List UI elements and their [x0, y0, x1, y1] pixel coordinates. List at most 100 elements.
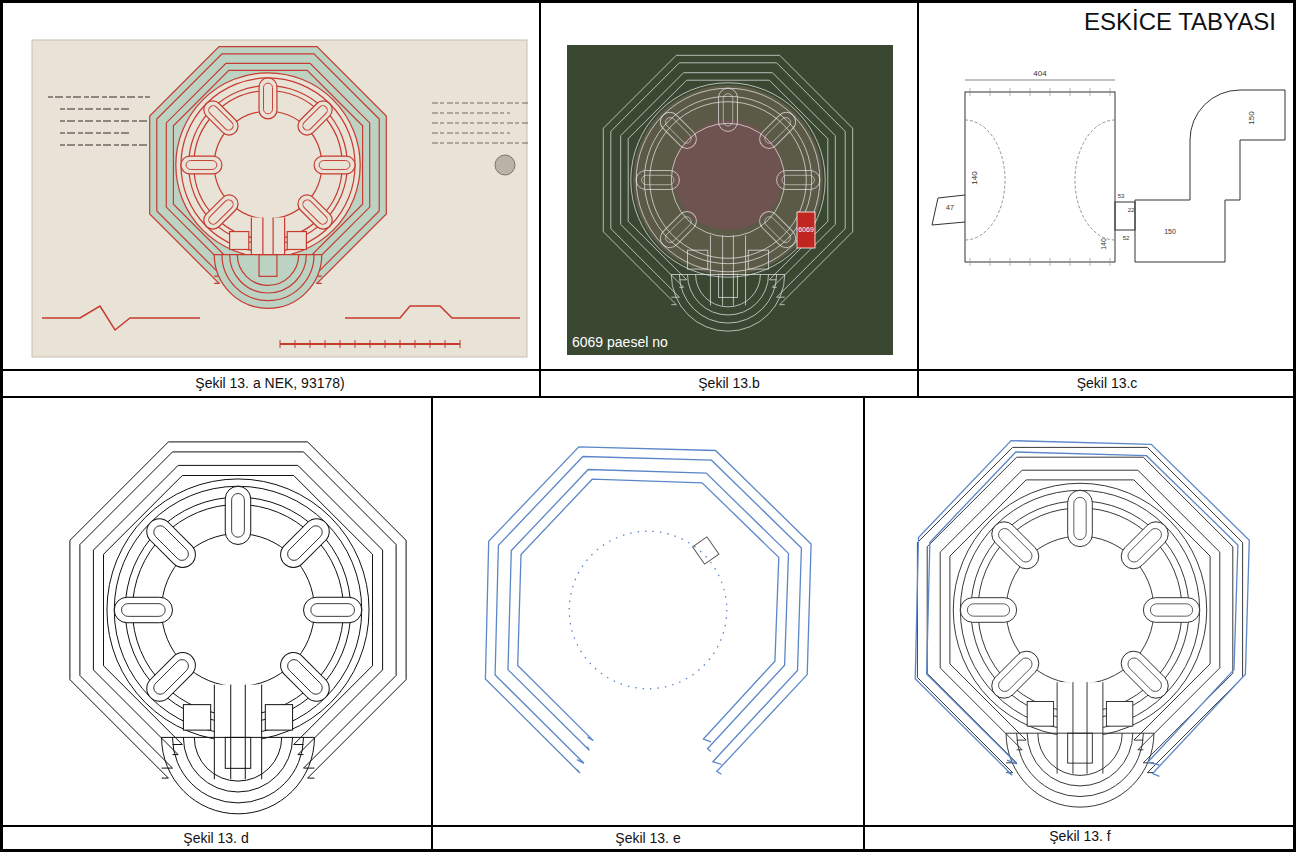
casemate-outline: [1143, 598, 1199, 623]
overlay-plan: [915, 441, 1249, 808]
casemate-outline: [275, 513, 334, 572]
survey-outline: [915, 441, 1249, 777]
entrance-wall: [1087, 682, 1088, 774]
passage: [1115, 202, 1135, 230]
casemate-inner: [207, 198, 235, 226]
casemate-outline: [225, 486, 250, 544]
tick: [1090, 258, 1091, 266]
demilune: [696, 275, 761, 307]
entrance-wall: [733, 235, 734, 305]
casemate: [200, 97, 242, 139]
tick: [970, 88, 971, 96]
script-note: [432, 102, 528, 103]
casemate: [304, 597, 362, 622]
parcel-number: 6069: [798, 226, 814, 234]
casemate-inner: [967, 604, 1009, 616]
script-note: [48, 96, 150, 98]
grid-line: [0, 369, 1296, 371]
figure-label: 404: [1033, 70, 1046, 79]
script-note: [432, 132, 510, 133]
figure-caption: Şekil 13. f: [1049, 829, 1110, 844]
chamber-remains: [693, 537, 719, 564]
demilune: [194, 737, 281, 781]
casemate: [656, 208, 700, 252]
casemate-inner: [311, 604, 355, 617]
fort-plan: [70, 442, 406, 814]
corridor-end: [1285, 90, 1286, 140]
casemate: [777, 171, 820, 190]
script-note: [60, 144, 150, 146]
demilune: [679, 275, 776, 324]
tick: [1050, 88, 1051, 96]
casemate-inner: [319, 161, 350, 170]
casemate: [719, 88, 738, 131]
figure-label: 53: [1118, 193, 1125, 200]
scale-tick: [430, 340, 431, 348]
entrance-wall: [1057, 682, 1058, 774]
casemate: [141, 647, 200, 706]
casemate-inner: [151, 523, 191, 563]
redrawn-plan: [70, 442, 406, 814]
tick: [1010, 258, 1011, 266]
guard-room: [748, 250, 768, 269]
grid-line: [539, 0, 541, 397]
script-note: [60, 132, 130, 134]
casemate-outline: [987, 646, 1044, 703]
casemate: [225, 486, 250, 544]
casemate-inner: [1125, 526, 1164, 565]
demilune-post: [1068, 733, 1093, 763]
casemate-outline: [656, 108, 700, 152]
casemate: [259, 78, 277, 119]
casemate-inner: [186, 161, 217, 170]
casemate-inner: [664, 215, 694, 245]
casemate: [960, 598, 1016, 623]
survey-outline: [927, 452, 1238, 765]
demilune-post: [719, 275, 738, 298]
figure-label: 47: [946, 204, 954, 212]
figure-label: 52: [1123, 235, 1130, 242]
grid-line: [917, 0, 919, 397]
entrance-wall: [745, 235, 746, 305]
entrance-wall: [710, 235, 711, 305]
demilune-post: [259, 255, 277, 277]
demilune: [237, 255, 298, 286]
figure-caption: Şekil 13. e: [615, 831, 680, 846]
scale-tick: [325, 340, 326, 348]
cross-section: [42, 306, 200, 330]
entrance-wall: [230, 685, 231, 780]
octagonal-rampart: [518, 479, 779, 742]
guard-room: [230, 232, 249, 250]
casemate: [294, 191, 336, 233]
scale-tick: [280, 340, 281, 348]
casemate: [114, 597, 172, 622]
octagonal-rampart: [611, 63, 845, 297]
entrance-ground: [1057, 682, 1103, 774]
measured-drawing: [932, 80, 1285, 266]
grid-line: [0, 825, 1296, 827]
casemate-outline: [141, 647, 200, 706]
demilune: [222, 255, 314, 301]
octagonal-rampart: [485, 447, 811, 774]
grid-line: [0, 396, 1296, 398]
court-trace: [569, 531, 727, 689]
parcel-highlight: [797, 212, 815, 248]
vault-line: [1075, 120, 1115, 240]
casemate-outline: [719, 88, 738, 131]
casemate-outline: [141, 513, 200, 572]
seal: [495, 155, 515, 175]
casemate-inner: [1125, 655, 1164, 694]
guard-room: [265, 705, 292, 730]
casemate-inner: [151, 657, 191, 697]
guard-room: [1027, 702, 1053, 727]
fort-plan: [917, 447, 1242, 807]
casemate-inner: [782, 175, 814, 184]
octagonal-rampart: [628, 80, 828, 280]
casemate-outline: [259, 78, 277, 119]
parcel-note: 6069 paesel no: [572, 335, 668, 350]
casemate-outline: [756, 208, 800, 252]
casemate-outline: [181, 156, 222, 174]
casemate-inner: [1074, 497, 1086, 539]
demilune: [1038, 733, 1122, 775]
